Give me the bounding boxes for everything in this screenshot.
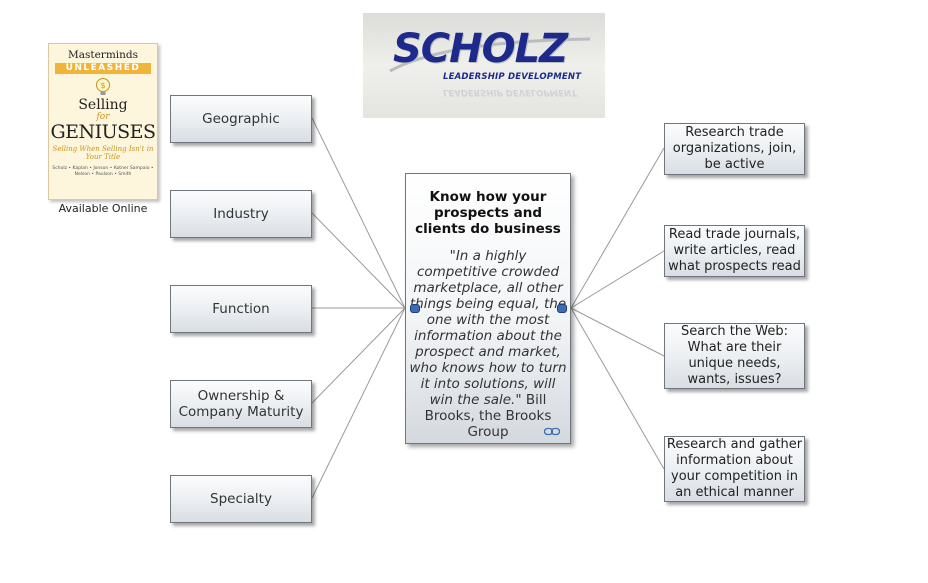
quote-text: In a highly competitive crowded marketpl… — [409, 248, 567, 408]
connector-geographic — [311, 117, 406, 309]
scholz-logo[interactable]: SCHOLZ LEADERSHIP DEVELOPMENT LEADERSHIP… — [363, 13, 605, 118]
topic-geographic[interactable]: Geographic — [170, 95, 312, 143]
connector-industry — [311, 212, 406, 309]
tip-research-trade-orgs[interactable]: Research trade organizations, join, be a… — [664, 123, 805, 175]
topic-label: Specialty — [210, 491, 272, 507]
topic-function[interactable]: Function — [170, 285, 312, 333]
connector-competition — [570, 307, 665, 470]
tip-label: Search the Web: What are their unique ne… — [681, 324, 788, 387]
book-title-for: for — [96, 112, 110, 122]
logo-tagline-reflection: LEADERSHIP DEVELOPMENT — [443, 87, 577, 97]
logo-wordmark: SCHOLZ — [393, 26, 568, 72]
topic-label: Ownership & Company Maturity — [178, 388, 304, 420]
collapse-handle-right-icon[interactable] — [557, 304, 567, 313]
topic-label: Function — [212, 301, 270, 317]
central-title: Know how your prospects and clients do b… — [415, 189, 561, 237]
book-authors: Scholz • Kaplan • Jonson • Kotner Sampai… — [52, 166, 154, 177]
book-series-tag: UNLEASHED — [55, 63, 151, 74]
topic-label: Geographic — [202, 111, 280, 127]
quote-attribution: " Bill Brooks, the Brooks Group — [424, 392, 552, 440]
book-title-line2: GENIUSES — [50, 121, 156, 143]
link-icon[interactable] — [544, 427, 560, 436]
book-caption[interactable]: Available Online — [58, 202, 148, 215]
topic-ownership-maturity[interactable]: Ownership & Company Maturity — [170, 380, 312, 428]
tip-search-web[interactable]: Search the Web: What are their unique ne… — [664, 323, 805, 389]
connector-ownership — [311, 307, 406, 404]
connector-read-journals — [570, 250, 665, 309]
tip-label: Research trade organizations, join, be a… — [672, 125, 797, 172]
quote-open-mark: " — [449, 248, 456, 264]
topic-specialty[interactable]: Specialty — [170, 475, 312, 523]
tip-label: Read trade journals, write articles, rea… — [668, 227, 801, 274]
central-quote: "In a highly competitive crowded marketp… — [408, 248, 568, 440]
svg-text:$: $ — [100, 81, 105, 90]
central-topic[interactable]: Know how your prospects and clients do b… — [405, 173, 571, 444]
tip-read-trade-journals[interactable]: Read trade journals, write articles, rea… — [664, 225, 805, 277]
connector-search-web — [570, 307, 665, 357]
topic-label: Industry — [213, 206, 269, 222]
connector-specialty — [311, 307, 406, 499]
book-series: Masterminds — [67, 49, 139, 61]
lightbulb-icon: $ — [96, 78, 110, 95]
tip-research-competition[interactable]: Research and gather information about yo… — [664, 436, 805, 502]
logo-tagline: LEADERSHIP DEVELOPMENT — [443, 72, 582, 82]
tip-label: Research and gather information about yo… — [666, 437, 803, 500]
connector-research-trade — [570, 147, 665, 309]
book-cover[interactable]: Masterminds UNLEASHED $ Selling for GENI… — [48, 43, 158, 200]
book-subtitle: Selling When Selling Isn't in Your Title — [52, 145, 154, 161]
topic-industry[interactable]: Industry — [170, 190, 312, 238]
collapse-handle-left-icon[interactable] — [410, 304, 420, 313]
logo-swoosh-icon — [389, 37, 591, 73]
book-title-line1: Selling — [78, 97, 128, 113]
